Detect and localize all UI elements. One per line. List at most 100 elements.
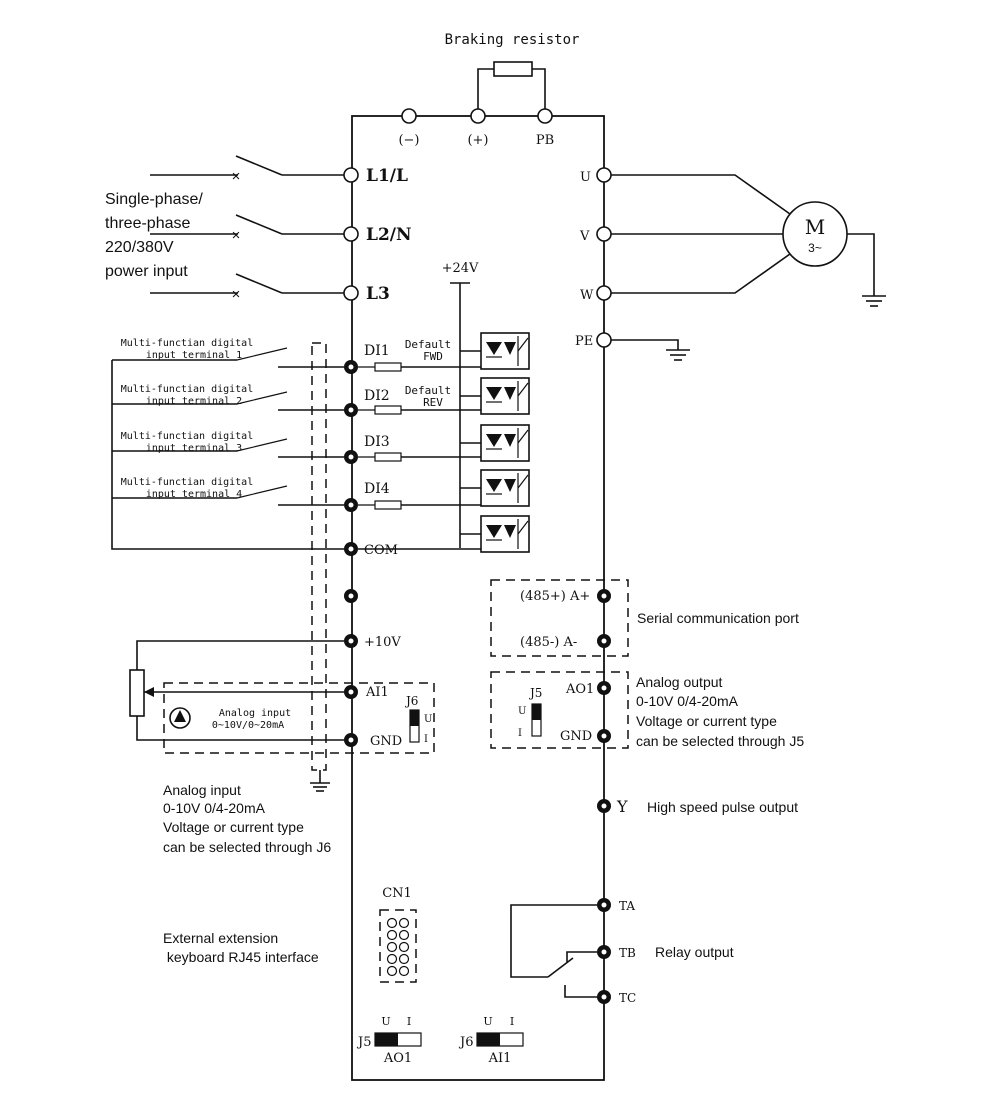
j6-i-label: I <box>424 734 428 745</box>
ta-label: TA <box>619 899 635 913</box>
ao1-label: AO1 <box>565 682 594 697</box>
optocoupler-2 <box>401 377 530 415</box>
motor-ground-icon <box>862 295 886 307</box>
di2-desc-line2: input terminal 2 <box>146 396 242 407</box>
power-input-group: × × × L1/L L2/N L3 Single-phase/ three-p… <box>105 155 412 304</box>
j6-u-label: U <box>424 714 432 725</box>
dc-plus-label: (+) <box>467 133 488 148</box>
di2-desc-line1: Multi-functian digital <box>121 384 253 395</box>
pb-label: PB <box>536 133 554 148</box>
terminal-dc-minus <box>401 108 417 124</box>
svg-text:×: × <box>232 227 241 244</box>
w-label: W <box>580 288 594 303</box>
analog-input-desc-1: Analog input <box>163 782 241 798</box>
motor-phases: 3~ <box>808 241 822 255</box>
serial-port-label: Serial communication port <box>637 610 799 626</box>
com-label: COM <box>364 543 398 558</box>
j5-bottom-i: I <box>407 1015 411 1028</box>
analog-input-desc-2: 0-10V 0/4-20mA <box>163 800 266 816</box>
analog-output-box <box>490 671 629 749</box>
terminal-pb <box>537 108 553 124</box>
power-input-label-1: Single-phase/ <box>105 191 203 208</box>
shield-ground-icon <box>310 782 330 792</box>
di1-default-value: FWD <box>423 350 443 363</box>
j6-bottom-name: J6 <box>458 1035 473 1050</box>
ai1-label: AI1 <box>365 685 389 700</box>
serial-port-box <box>490 579 629 657</box>
l3-label: L3 <box>366 284 390 304</box>
analog-source-line1: Analog input <box>219 708 291 719</box>
analog-source-line2: 0~10V/0~20mA <box>212 720 284 731</box>
j5-u-label: U <box>518 706 526 717</box>
power-input-label-2: three-phase <box>105 215 190 232</box>
optocoupler-1 <box>401 332 530 370</box>
j6-bottom-i: I <box>510 1015 514 1028</box>
analog-input-group: +10V AI1 GND Analog input 0~10V/0~20mA J… <box>129 589 435 855</box>
j6-bottom-u: U <box>483 1015 492 1028</box>
pe-label: PE <box>575 334 593 349</box>
ao-gnd-label: GND <box>560 729 592 744</box>
di4-desc-line1: Multi-functian digital <box>121 477 253 488</box>
analog-input-desc-4: can be selected through J6 <box>163 839 331 855</box>
analog-input-desc-3: Voltage or current type <box>163 819 304 835</box>
jumper-j6: U I J6 AI1 <box>458 1015 524 1066</box>
terminal-u <box>596 167 612 183</box>
motor-output-group: U V W PE M 3~ <box>575 167 886 361</box>
di3-desc-line1: Multi-functian digital <box>121 431 253 442</box>
optocoupler-3 <box>401 424 530 462</box>
keyboard-label-1: External extension <box>163 930 278 946</box>
j5-i-label: I <box>518 728 522 739</box>
j5-bottom-sub: AO1 <box>383 1051 412 1066</box>
motor-symbol: M <box>805 215 825 239</box>
power-input-label-4: power input <box>105 263 188 280</box>
shield-wire <box>311 342 327 771</box>
pe-ground-icon <box>666 349 690 361</box>
di1-label: DI1 <box>364 343 390 359</box>
di2-label: DI2 <box>364 388 390 404</box>
j5-label: J5 <box>528 686 542 700</box>
j5-bottom-name: J5 <box>356 1035 371 1050</box>
plus24v-label: +24V <box>442 261 479 276</box>
di1-desc-line2: input terminal 1 <box>146 350 242 361</box>
l1-label: L1/L <box>366 166 408 186</box>
keyboard-label-2: keyboard RJ45 interface <box>163 949 319 965</box>
plus10v-label: +10V <box>364 635 401 650</box>
keyboard-interface-group: CN1 External extension keyboard RJ45 int… <box>163 886 417 983</box>
u-label: U <box>580 170 591 185</box>
digital-inputs-group: Multi-functian digital input terminal 1 … <box>111 338 451 792</box>
pulse-output-group: Y High speed pulse output <box>597 797 798 816</box>
tb-label: TB <box>619 946 636 960</box>
v-label: V <box>579 229 590 244</box>
a-minus-label: (485-) A- <box>520 635 577 650</box>
j6-label: J6 <box>404 694 418 708</box>
analog-output-desc-1: Analog output <box>636 674 723 690</box>
braking-resistor-label: Braking resistor <box>445 32 580 48</box>
potentiometer <box>129 669 145 717</box>
di4-desc-line2: input terminal 4 <box>146 489 242 500</box>
terminal-l3 <box>343 285 359 301</box>
relay-output-group: TA TB TC Relay output <box>510 898 734 1005</box>
serial-comm-group: (485+) A+ (485-) A- Serial communication… <box>490 579 799 657</box>
svg-text:×: × <box>232 168 241 185</box>
jumper-j5: U I J5 AO1 <box>356 1015 422 1066</box>
terminal-w <box>596 285 612 301</box>
power-input-label-3: 220/380V <box>105 239 174 256</box>
di4-label: DI4 <box>364 481 390 497</box>
di1-default: Default <box>405 338 451 351</box>
braking-resistor-group: Braking resistor (−) (+) PB <box>398 32 579 148</box>
terminal-l2 <box>343 226 359 242</box>
svg-text:×: × <box>232 286 241 303</box>
analog-output-desc-2: 0-10V 0/4-20mA <box>636 693 739 709</box>
optocoupler-group: +24V <box>358 261 530 553</box>
j5-bottom-u: U <box>381 1015 390 1028</box>
a-plus-label: (485+) A+ <box>520 589 590 604</box>
cn1-label: CN1 <box>382 886 412 901</box>
y-label: Y <box>616 797 628 816</box>
di2-default: Default <box>405 384 451 397</box>
di3-desc-line2: input terminal 3 <box>146 443 242 454</box>
terminal-dc-plus <box>470 108 486 124</box>
braking-resistor <box>493 61 533 77</box>
optocoupler-4 <box>401 469 530 507</box>
terminal-pe <box>596 332 612 348</box>
